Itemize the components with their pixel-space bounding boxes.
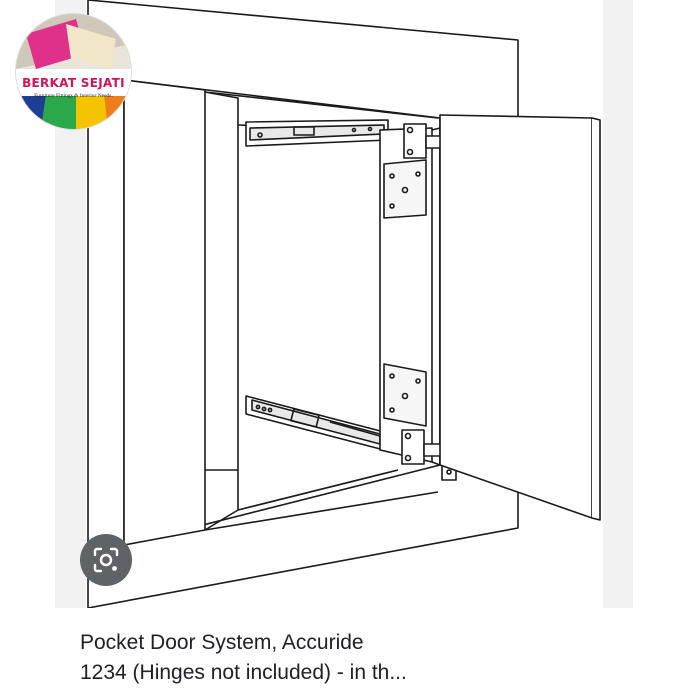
logo-name: BERKAT SEJATI — [22, 76, 125, 90]
result-caption[interactable]: Pocket Door System, Accuride 1234 (Hinge… — [80, 628, 640, 688]
vertical-mount-bar — [379, 127, 441, 466]
logo-swatches — [16, 14, 131, 129]
caption-line-2: 1234 (Hinges not included) - in th... — [80, 661, 407, 684]
door-panel — [439, 114, 601, 521]
image-search-icon — [93, 547, 119, 573]
pocket-door-illustration[interactable] — [0, 0, 688, 608]
left-wall — [123, 79, 206, 546]
store-logo[interactable]: BERKAT SEJATI Furniture Fittings & Inter… — [16, 14, 131, 129]
logo-tagline: Furniture Fittings & Interior Needs. — [34, 93, 113, 99]
caption-line-1: Pocket Door System, Accuride — [80, 631, 364, 654]
bottom-drawer-slide — [245, 395, 385, 451]
image-search-button[interactable] — [80, 534, 132, 586]
